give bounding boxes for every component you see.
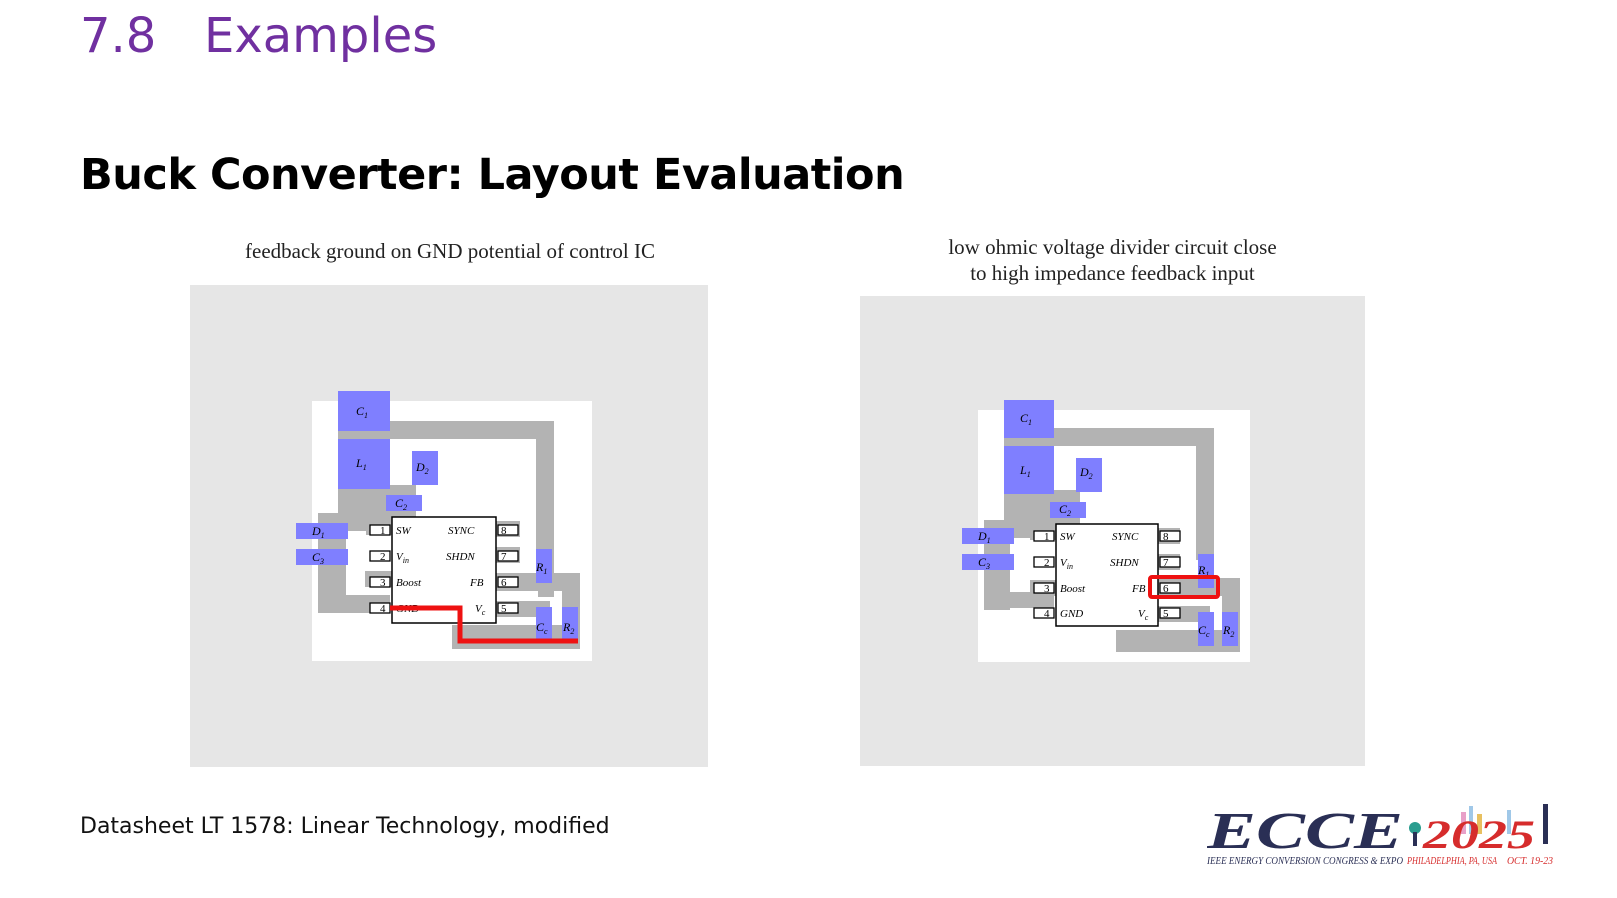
ic-pin-boxes (1033, 530, 1181, 619)
R1-pad (1198, 554, 1214, 588)
label-L1: L1 (355, 456, 367, 472)
left-diagram-caption: feedback ground on GND potential of cont… (245, 239, 655, 263)
label-C3: C3 (312, 550, 324, 566)
L1-pad (338, 439, 390, 489)
logo-dates: OCT. 19-23 (1507, 856, 1553, 867)
Cc-pad (536, 607, 552, 639)
logo-tagline: IEEE ENERGY CONVERSION CONGRESS & EXPO (1207, 856, 1403, 867)
pin-label-gnd: GND (1060, 608, 1083, 620)
pin-number-2: 2 (1044, 557, 1050, 569)
pin-number-3: 3 (1044, 583, 1050, 595)
pin-label-vin: Vin (1060, 557, 1073, 571)
ic-pin-boxes (369, 524, 519, 614)
left-layout-diagram: C1 L1 D2 C2 D1 C3 R1 Cc R2 1 2 3 4 8 7 6… (190, 285, 708, 772)
pin-label-fb: FB (469, 577, 484, 589)
pin-number-6: 6 (501, 577, 507, 589)
pin-number-5: 5 (501, 603, 507, 615)
pin-label-boost: Boost (1060, 583, 1086, 595)
logo-letters: ECCE (1207, 803, 1403, 860)
pin-label-sync: SYNC (448, 525, 475, 537)
label-D1: D1 (311, 524, 325, 540)
C3-pad (962, 554, 1014, 570)
feedback-highlight-box (1148, 575, 1220, 599)
label-C2: C2 (1059, 502, 1071, 518)
label-C1: C1 (1020, 411, 1032, 427)
C1-pad (338, 391, 390, 431)
pin-number-6: 6 (1163, 583, 1169, 595)
slide-title: Buck Converter: Layout Evaluation (80, 150, 905, 200)
pin-number-8: 8 (501, 525, 507, 537)
right-layout-diagram: C1 L1 D2 C2 D1 C3 R1 Cc R2 1 2 3 4 8 7 6… (860, 296, 1365, 771)
label-C2: C2 (395, 496, 407, 512)
D2-pad (1076, 458, 1102, 492)
R1-pad (536, 549, 552, 583)
pin-label-shdn: SHDN (446, 551, 475, 563)
Cc-pad (1198, 612, 1214, 646)
pin-label-boost: Boost (396, 577, 422, 589)
section-title: Examples (204, 8, 438, 64)
pin-number-8: 8 (1163, 531, 1169, 543)
C3-pad (296, 549, 348, 565)
pin-number-7: 7 (1163, 557, 1169, 569)
pin-label-fb: FB (1131, 583, 1146, 595)
pin-number-1: 1 (1044, 531, 1050, 543)
L1-pad (1004, 446, 1054, 494)
pin-number-4: 4 (1044, 608, 1050, 620)
section-heading: 7.8 Examples (80, 8, 437, 64)
right-diagram-caption: low ohmic voltage divider circuit close … (860, 234, 1365, 286)
control-ic (391, 516, 497, 624)
ecce-2025-logo: ECCE 2025 IEEE ENERGY CONVERSION CONGRES… (1206, 800, 1557, 877)
label-L1: L1 (1019, 463, 1031, 479)
C2-pad (1050, 502, 1086, 518)
pin-number-3: 3 (380, 577, 386, 589)
pin-number-1: 1 (380, 525, 386, 537)
logo-year: 2025 (1422, 812, 1535, 857)
label-R2: R2 (1222, 623, 1234, 639)
feedback-ground-trace (390, 605, 578, 644)
pin-number-4: 4 (380, 603, 386, 615)
skyline-icon (1409, 804, 1548, 846)
pin-number-2: 2 (380, 551, 386, 563)
label-C3: C3 (978, 555, 990, 571)
pin-label-vc: Vc (475, 603, 486, 617)
section-number: 7.8 (80, 8, 157, 64)
right-caption-line-2: to high impedance feedback input (970, 261, 1255, 285)
pin-number-7: 7 (501, 551, 507, 563)
right-caption-line-1: low ohmic voltage divider circuit close (948, 235, 1277, 259)
C2-pad (386, 495, 422, 511)
pin-label-vc: Vc (1138, 608, 1149, 622)
label-D1: D1 (977, 529, 991, 545)
R2-pad (562, 607, 578, 639)
D1-pad (962, 528, 1014, 544)
pin-number-5: 5 (1163, 608, 1169, 620)
label-R2: R2 (562, 620, 574, 636)
D1-pad (296, 523, 348, 539)
components (962, 400, 1238, 646)
logo-location: PHILADELPHIA, PA, USA (1406, 856, 1498, 867)
components (296, 391, 578, 639)
label-C1: C1 (356, 404, 368, 420)
C1-pad (1004, 400, 1054, 438)
R2-pad (1222, 612, 1238, 646)
label-Cc: Cc (1198, 623, 1210, 639)
pin-label-sw: SW (396, 525, 412, 537)
pin-label-shdn: SHDN (1110, 557, 1139, 569)
control-ic (1055, 523, 1159, 627)
label-Cc: Cc (536, 620, 548, 636)
pin-label-sync: SYNC (1112, 531, 1139, 543)
label-R1: R1 (535, 560, 547, 576)
label-D2: D2 (1079, 465, 1093, 481)
label-R1: R1 (1197, 563, 1209, 579)
pin-label-sw: SW (1060, 531, 1076, 543)
label-D2: D2 (415, 460, 429, 476)
source-note: Datasheet LT 1578: Linear Technology, mo… (80, 814, 610, 839)
pin-label-vin: Vin (396, 551, 409, 565)
D2-pad (412, 451, 438, 485)
